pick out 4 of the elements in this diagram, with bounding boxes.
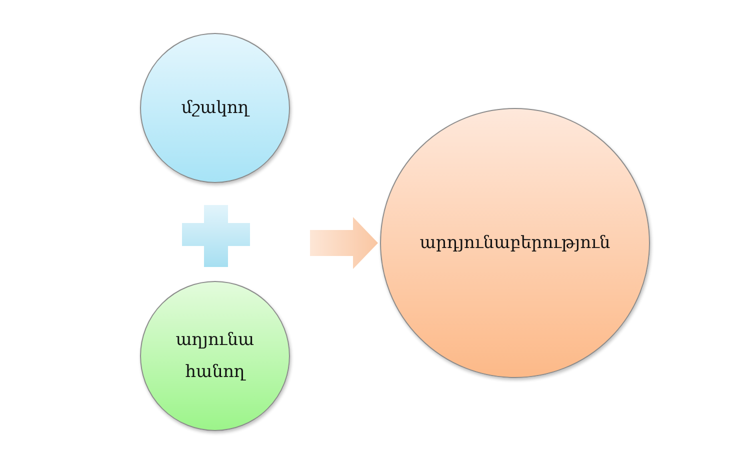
node-label: աղյունա հանող (174, 328, 256, 384)
node-label: արդյունաբերություն (420, 232, 610, 255)
node-label: մշակող (181, 96, 249, 120)
block-arrow (310, 217, 378, 269)
